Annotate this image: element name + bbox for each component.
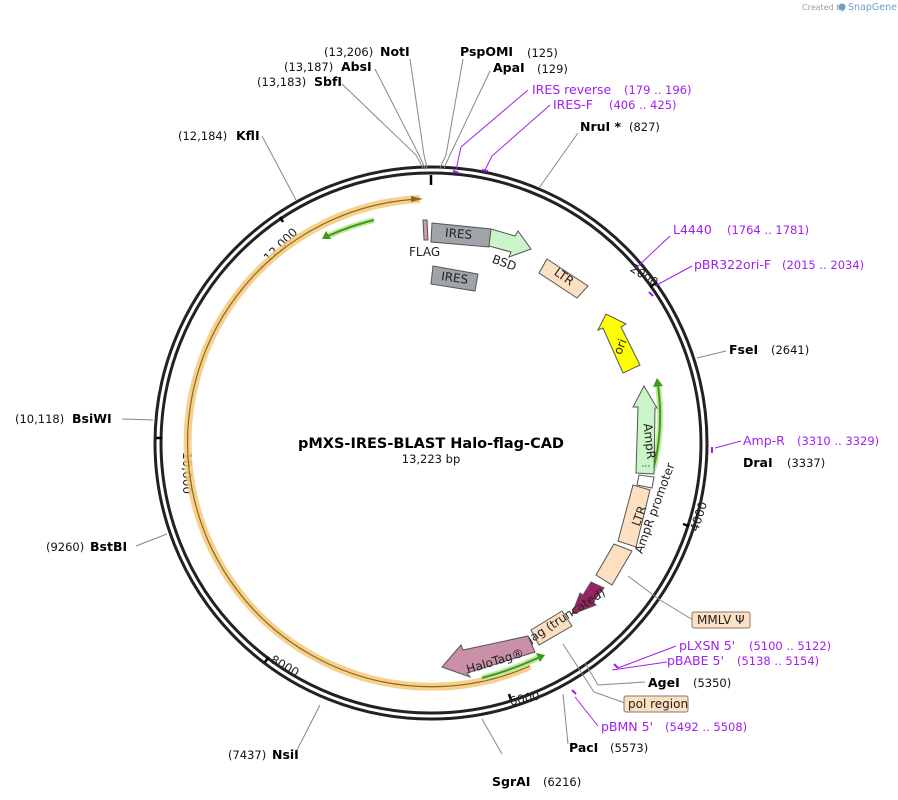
ires-f-range: (406 .. 425) xyxy=(609,98,677,112)
noti-label[interactable]: NotI xyxy=(380,44,410,59)
pol-region-label: pol region xyxy=(628,697,688,711)
flag-feature[interactable] xyxy=(422,219,429,241)
brand-name: SnapGene xyxy=(848,2,897,13)
gag-feature[interactable] xyxy=(571,581,605,615)
pbr322-range: (2015 .. 2034) xyxy=(782,258,864,272)
absi-pos: (13,187) xyxy=(284,60,333,74)
bsiwi-label[interactable]: BsiWI xyxy=(72,411,112,426)
paci-label[interactable]: PacI xyxy=(569,740,598,755)
pbmn-range: (5492 .. 5508) xyxy=(665,720,747,734)
bsd-feature[interactable] xyxy=(488,228,532,258)
bsiwi-pos: (10,118) xyxy=(15,412,64,426)
pol-feature[interactable] xyxy=(530,610,573,646)
kfli-pos: (12,184) xyxy=(178,129,227,143)
amp-r-label[interactable]: Amp-R xyxy=(743,433,785,448)
insert-cds-arc-core xyxy=(187,198,531,688)
bstbi-label[interactable]: BstBI xyxy=(90,539,127,554)
pol-region-tag[interactable]: pol region xyxy=(623,695,689,713)
nsii-pos: (7437) xyxy=(228,748,266,762)
kfli-label[interactable]: KflI xyxy=(236,128,260,143)
ampr-feature[interactable] xyxy=(632,384,658,475)
plasmid-size: 13,223 bp xyxy=(402,452,461,466)
agei-label[interactable]: AgeI xyxy=(648,675,680,690)
green-arrow-right xyxy=(650,378,664,471)
ires-label-2: IRES xyxy=(440,269,469,287)
nsii-label[interactable]: NsiI xyxy=(272,747,299,762)
ires-f-label[interactable]: IRES-F xyxy=(553,97,593,112)
nrui-label[interactable]: NruI * xyxy=(580,119,622,134)
l4440-label[interactable]: L4440 xyxy=(673,222,712,237)
pbr322-label[interactable]: pBR322ori-F xyxy=(694,257,771,272)
mmlv-tag[interactable]: MMLV Ψ xyxy=(691,611,751,629)
psp-pos: (125) xyxy=(527,46,558,60)
ampr-label: AmpR xyxy=(640,423,658,460)
ires-feature-1[interactable] xyxy=(430,222,492,248)
insert-arc-head xyxy=(411,196,423,202)
backbone-outer xyxy=(153,165,709,721)
ires-feature-2[interactable] xyxy=(430,265,479,292)
gag-label: gag (truncated) xyxy=(521,585,608,648)
l4440-range: (1764 .. 1781) xyxy=(727,223,809,237)
ires-reverse-label[interactable]: IRES reverse xyxy=(532,82,611,97)
pbabe-label[interactable]: pBABE 5' xyxy=(667,653,724,668)
ori-feature[interactable] xyxy=(596,313,641,374)
snapgene-logo-icon xyxy=(838,3,846,11)
drai-label[interactable]: DraI xyxy=(743,455,773,470)
plxsn-range: (5100 .. 5122) xyxy=(749,639,831,653)
fsei-label[interactable]: FseI xyxy=(729,342,758,357)
amp-r-range: (3310 .. 3329) xyxy=(797,434,879,448)
mmlv-label: MMLV Ψ xyxy=(697,613,745,627)
noti-pos: (13,206) xyxy=(324,45,373,59)
sgrai-pos: (6216) xyxy=(543,775,581,789)
brand-created-by: Created by xyxy=(802,3,846,12)
absi-label[interactable]: AbsI xyxy=(341,59,372,74)
primer-leaders xyxy=(455,89,742,727)
tick-label-6000: 6000 xyxy=(508,688,541,708)
pbmn-label[interactable]: pBMN 5' xyxy=(601,719,653,734)
backbone-inner xyxy=(159,171,703,715)
ltr-feature-2[interactable] xyxy=(617,484,651,548)
green-arrow-bottom xyxy=(481,653,545,681)
primer-marks xyxy=(452,169,713,695)
sbfi-label[interactable]: SbfI xyxy=(314,74,342,89)
ampr-promoter-feature[interactable] xyxy=(636,474,655,489)
fsei-pos: (2641) xyxy=(771,343,809,357)
green-arrow-top xyxy=(322,217,375,239)
psp-label[interactable]: PspOMI xyxy=(460,44,513,59)
paci-pos: (5573) xyxy=(610,741,648,755)
ires-reverse-range: (179 .. 196) xyxy=(624,83,692,97)
nrui-pos: (827) xyxy=(629,120,660,134)
plxsn-label[interactable]: pLXSN 5' xyxy=(679,638,735,653)
tick-label-4000: 4000 xyxy=(687,500,710,533)
sbfi-pos: (13,183) xyxy=(257,75,306,89)
pbabe-range: (5138 .. 5154) xyxy=(737,654,819,668)
sgrai-label[interactable]: SgrAI xyxy=(492,774,530,789)
ires-label-1: IRES xyxy=(445,226,473,242)
tick-marks xyxy=(156,216,690,701)
flag-label: FLAG xyxy=(409,245,440,259)
agei-pos: (5350) xyxy=(693,676,731,690)
mmlv-feature[interactable] xyxy=(595,543,633,586)
apai-pos: (129) xyxy=(537,62,568,76)
ltr-label-2: LTR xyxy=(629,504,649,528)
ori-label: ori xyxy=(611,337,630,357)
enzyme-leaders xyxy=(121,58,727,755)
plasmid-title: pMXS-IRES-BLAST Halo-flag-CAD xyxy=(298,436,564,452)
drai-pos: (3337) xyxy=(787,456,825,470)
halotag-feature[interactable] xyxy=(441,635,536,679)
ltr-feature-1[interactable] xyxy=(538,258,589,299)
bstbi-pos: (9260) xyxy=(46,540,84,554)
apai-label[interactable]: ApaI xyxy=(493,60,525,75)
